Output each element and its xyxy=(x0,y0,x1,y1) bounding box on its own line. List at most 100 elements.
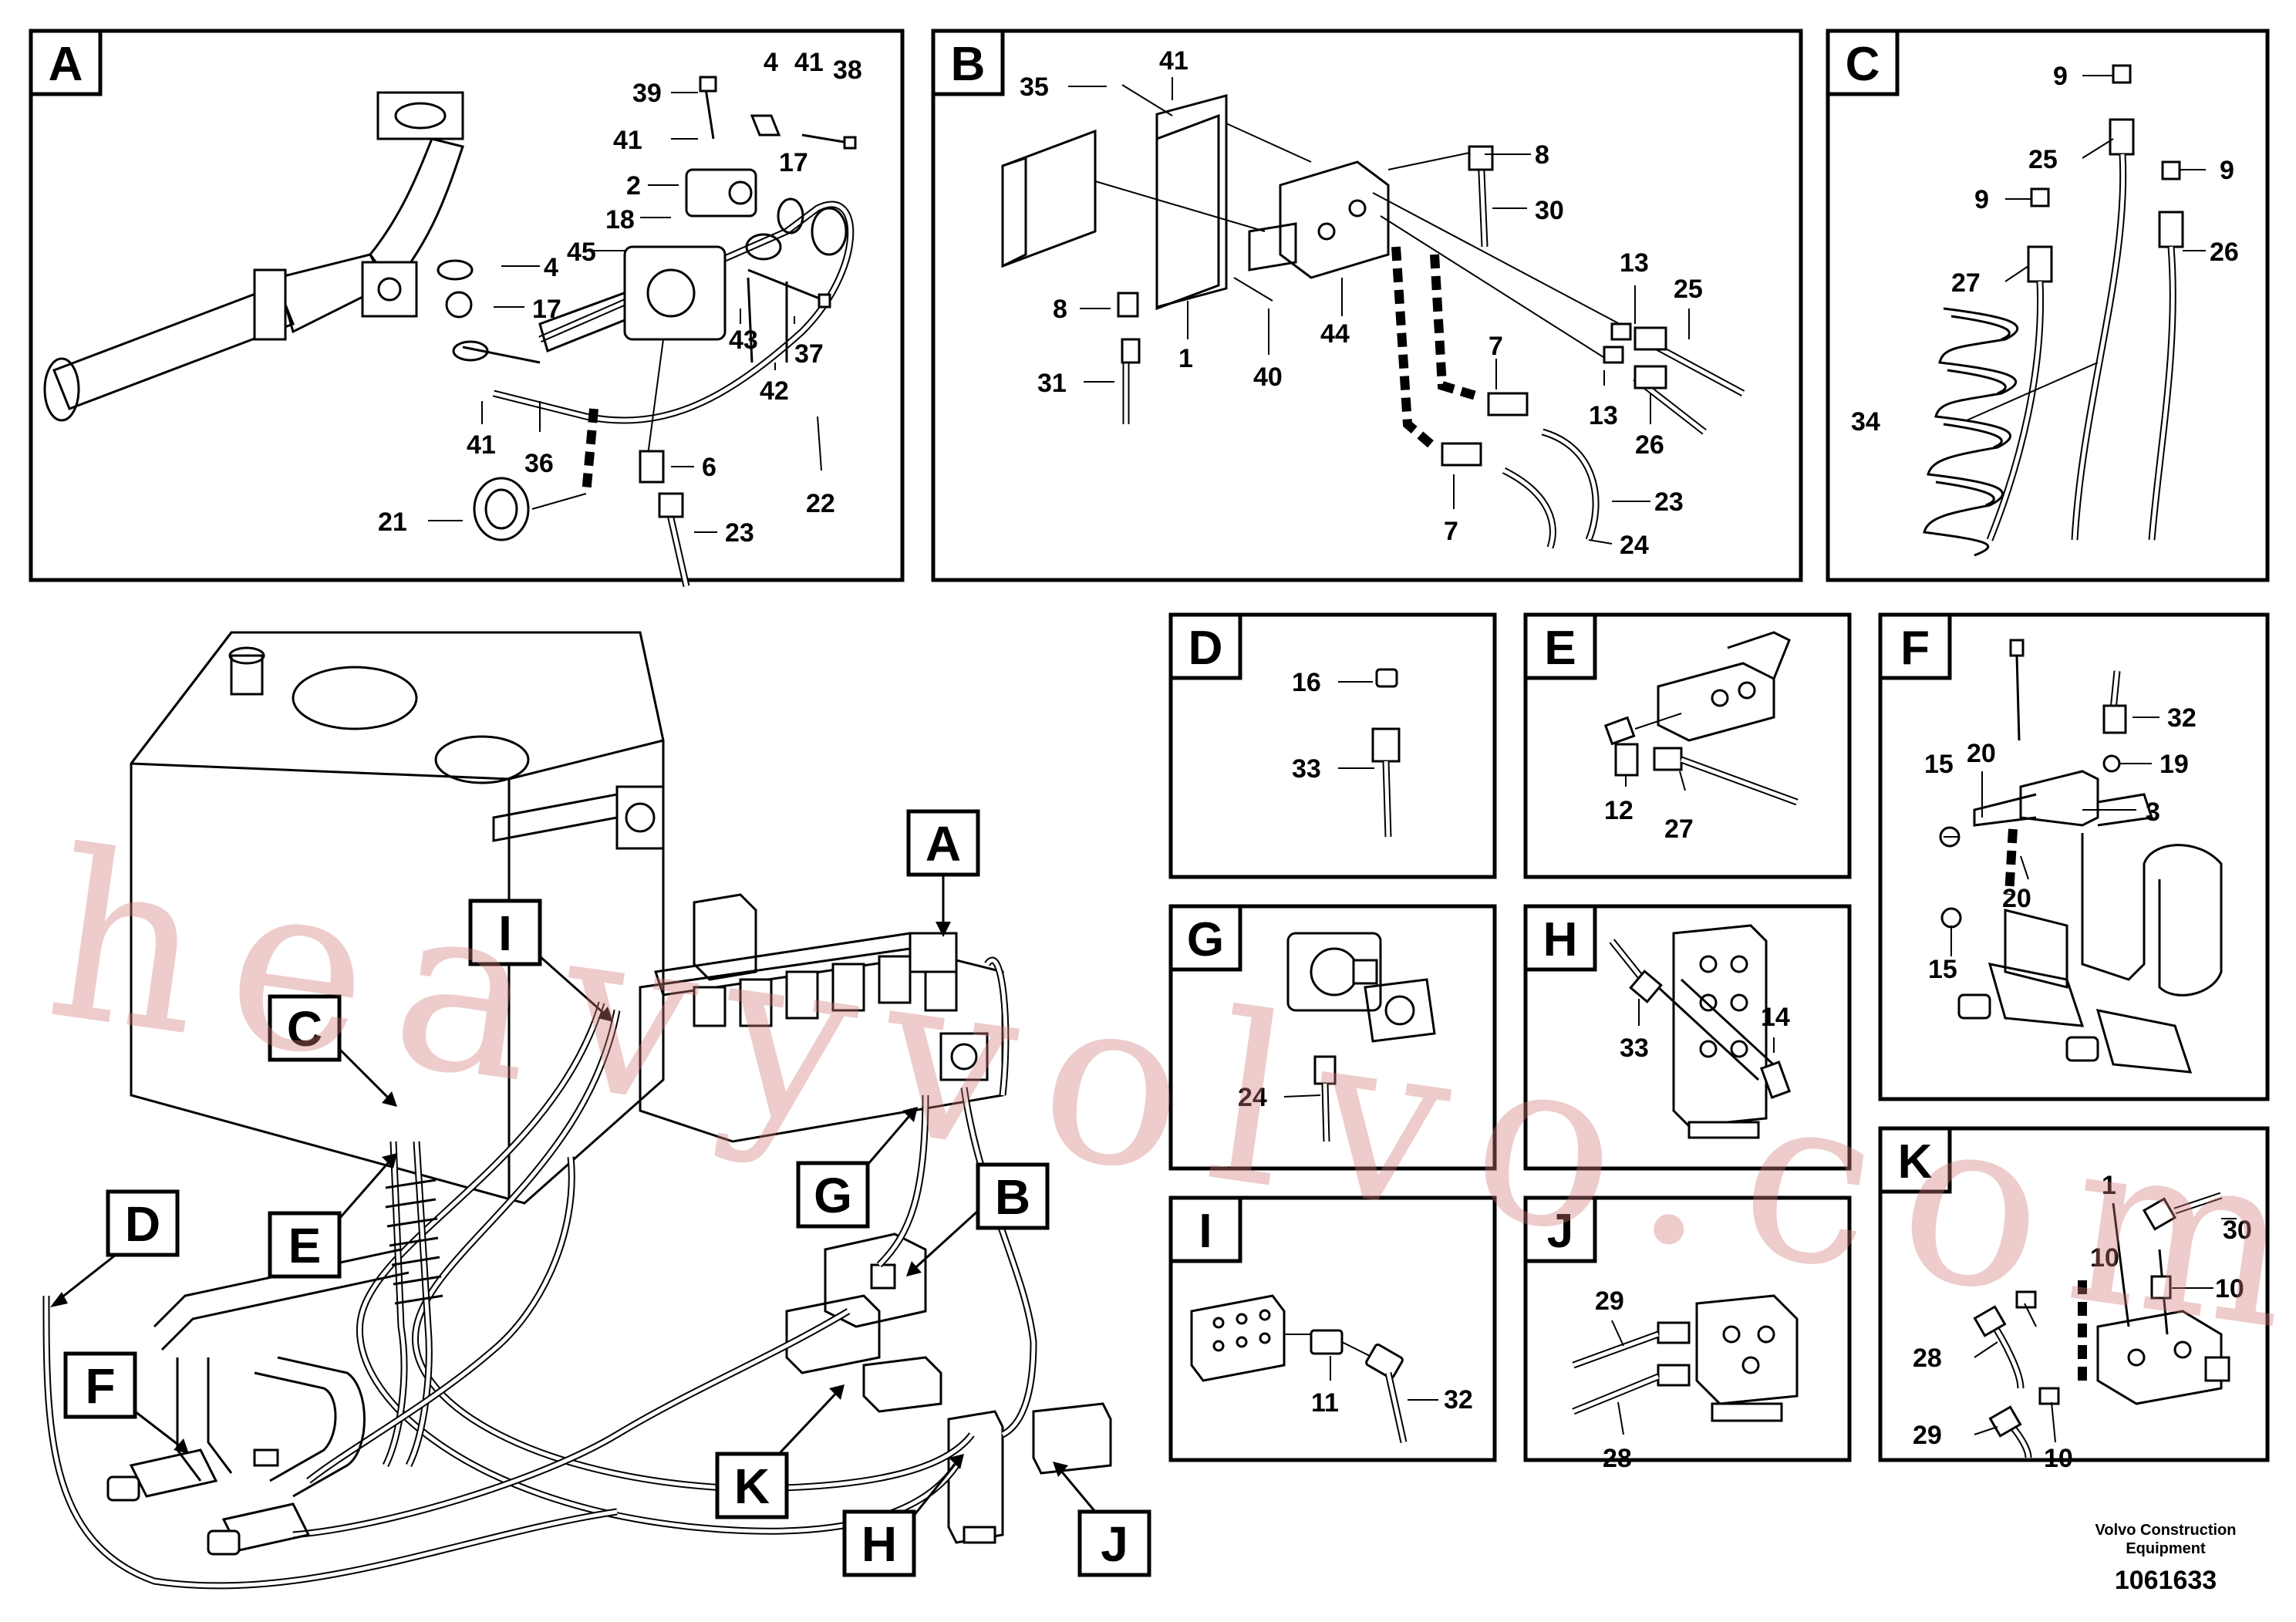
callout-k-30: 30 xyxy=(2223,1216,2252,1245)
overview-tag-g: G xyxy=(796,1107,918,1229)
panel-j-label: J xyxy=(1547,1205,1573,1258)
panel-e-parts xyxy=(1603,631,1799,806)
overview-tag-j: J xyxy=(1053,1462,1151,1577)
callout-a-4: 4 xyxy=(764,48,778,77)
callout-k-10b: 10 xyxy=(2215,1274,2244,1303)
panel-c-leaders xyxy=(1966,75,2206,421)
callout-d-16: 16 xyxy=(1292,668,1321,697)
callout-f-20: 20 xyxy=(1967,739,1996,768)
callout-b-13: 13 xyxy=(1620,248,1649,278)
overview-tag-c-label: C xyxy=(287,1001,322,1057)
callout-b-7b: 7 xyxy=(1444,517,1458,546)
panel-a-label-box xyxy=(29,29,103,96)
callout-k-10c: 10 xyxy=(2044,1444,2073,1473)
panel-d-parts xyxy=(1338,668,1401,838)
callout-b-35: 35 xyxy=(1020,73,1049,102)
panel-a-small-parts xyxy=(437,76,857,541)
callout-i-32: 32 xyxy=(1444,1385,1473,1415)
callout-b-8: 8 xyxy=(1535,140,1549,170)
detail-panel-h: H 33 14 xyxy=(1523,904,1852,1171)
panel-k-label: K xyxy=(1898,1135,1933,1189)
panel-e-label-box xyxy=(1523,612,1597,680)
callout-b-7: 7 xyxy=(1489,332,1503,361)
callout-c-25: 25 xyxy=(2028,145,2058,174)
panel-f-frame xyxy=(1878,612,2270,1101)
callout-a-41: 41 xyxy=(794,48,824,77)
callout-a-42: 42 xyxy=(760,376,789,406)
panel-k-parts xyxy=(1973,1192,2237,1458)
overview-piping xyxy=(106,1248,410,1556)
overview-spiral-guard xyxy=(385,1179,443,1305)
panel-h-parts xyxy=(1609,924,1792,1139)
panel-i-parts xyxy=(1190,1294,1438,1443)
document-number: 1061633 xyxy=(2115,1566,2217,1595)
callout-a-2: 2 xyxy=(626,171,641,201)
suction-pipe xyxy=(43,91,464,422)
overview-tag-c: C xyxy=(268,994,397,1107)
overview-tag-h: H xyxy=(842,1454,964,1577)
panel-e-label: E xyxy=(1544,622,1576,675)
callout-e-12: 12 xyxy=(1604,796,1633,825)
callout-a-41b: 41 xyxy=(613,126,642,155)
callout-a-22: 22 xyxy=(806,489,835,518)
panel-b-leaders xyxy=(1068,77,1690,545)
callout-k-29: 29 xyxy=(1913,1421,1942,1450)
overview-tag-i: I xyxy=(468,899,613,1022)
overview-tag-e: E xyxy=(268,1153,397,1279)
footer: Volvo Construction Equipment 1061633 xyxy=(2095,1522,2237,1595)
panel-b-parts xyxy=(1001,84,1745,549)
panel-g-label-box xyxy=(1168,904,1242,972)
callout-f-15: 15 xyxy=(1924,750,1954,779)
overview-assembly xyxy=(42,631,1112,1590)
callout-c-9: 9 xyxy=(2053,62,2068,91)
callout-b-26: 26 xyxy=(1635,430,1664,460)
callout-j-29: 29 xyxy=(1595,1286,1624,1316)
pilot-valve-group xyxy=(785,1233,1112,1544)
panel-a-leaders xyxy=(428,92,822,533)
callout-a-36: 36 xyxy=(524,449,554,478)
overview-tag-a-label: A xyxy=(925,816,961,872)
panel-d-label-box xyxy=(1168,612,1242,680)
hydraulic-tank xyxy=(130,631,665,1205)
overview-tag-f-label: F xyxy=(85,1358,115,1414)
callout-j-28: 28 xyxy=(1603,1444,1632,1473)
callout-h-14: 14 xyxy=(1761,1003,1790,1032)
callout-f-20b: 20 xyxy=(2002,884,2031,913)
callout-b-8b: 8 xyxy=(1053,295,1067,324)
panel-a-label: A xyxy=(49,38,83,91)
panel-i-label-box xyxy=(1168,1195,1242,1263)
callout-c-9b: 9 xyxy=(1974,185,1989,214)
panel-g-parts xyxy=(1283,932,1436,1142)
panel-j-parts xyxy=(1572,1294,1799,1435)
callout-c-34: 34 xyxy=(1851,407,1880,437)
overview-tag-g-label: G xyxy=(814,1168,852,1223)
callout-a-21: 21 xyxy=(378,508,407,537)
overview-tag-b-label: B xyxy=(995,1169,1030,1225)
detail-panel-e: E 12 27 xyxy=(1523,612,1852,879)
callout-a-23: 23 xyxy=(725,518,754,548)
callout-c-27: 27 xyxy=(1951,268,1981,298)
callout-f-19: 19 xyxy=(2159,750,2189,779)
panel-c-parts xyxy=(1923,64,2184,557)
callout-e-27: 27 xyxy=(1664,814,1694,844)
footer-company-line1: Volvo Construction xyxy=(2095,1522,2237,1539)
overview-tag-k: K xyxy=(715,1384,845,1519)
panel-b-label-box xyxy=(931,29,1005,96)
panel-g-label: G xyxy=(1187,913,1224,966)
overview-tag-b: B xyxy=(906,1162,1050,1276)
callout-b-25: 25 xyxy=(1674,275,1703,304)
callout-c-26: 26 xyxy=(2210,238,2239,267)
callout-k-28: 28 xyxy=(1913,1344,1942,1373)
callout-b-40: 40 xyxy=(1253,363,1283,392)
callout-d-33: 33 xyxy=(1292,754,1321,784)
panel-b-label: B xyxy=(951,38,986,91)
callout-a-38: 38 xyxy=(833,56,862,85)
overview-tag-h-label: H xyxy=(861,1516,897,1572)
panel-c-frame xyxy=(1826,29,2270,582)
callout-i-11: 11 xyxy=(1311,1388,1339,1418)
callout-c-9c: 9 xyxy=(2220,156,2234,185)
panel-f-label-box xyxy=(1878,612,1952,680)
panel-j-label-box xyxy=(1523,1195,1597,1263)
callout-b-24: 24 xyxy=(1620,531,1649,560)
